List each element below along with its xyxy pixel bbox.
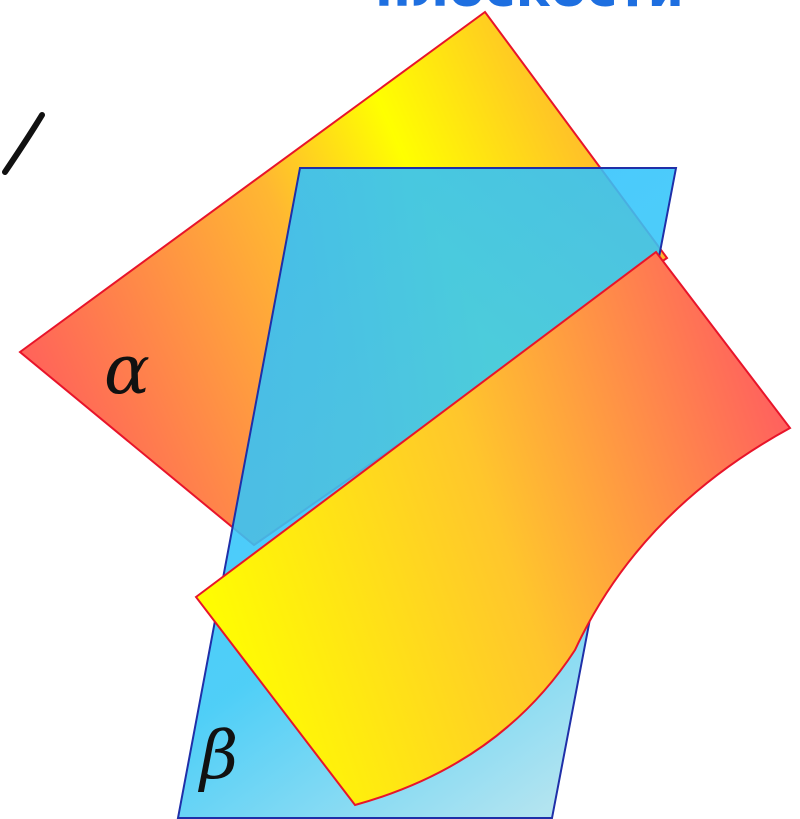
label-beta: β — [197, 717, 238, 794]
heading-left-fragment: ’ — [195, 0, 215, 19]
label-alpha: α — [104, 331, 150, 410]
decorative-stroke-mark — [2, 112, 45, 175]
heading-right-fragment: плоскости — [375, 0, 684, 19]
plane-gamma — [194, 250, 792, 807]
